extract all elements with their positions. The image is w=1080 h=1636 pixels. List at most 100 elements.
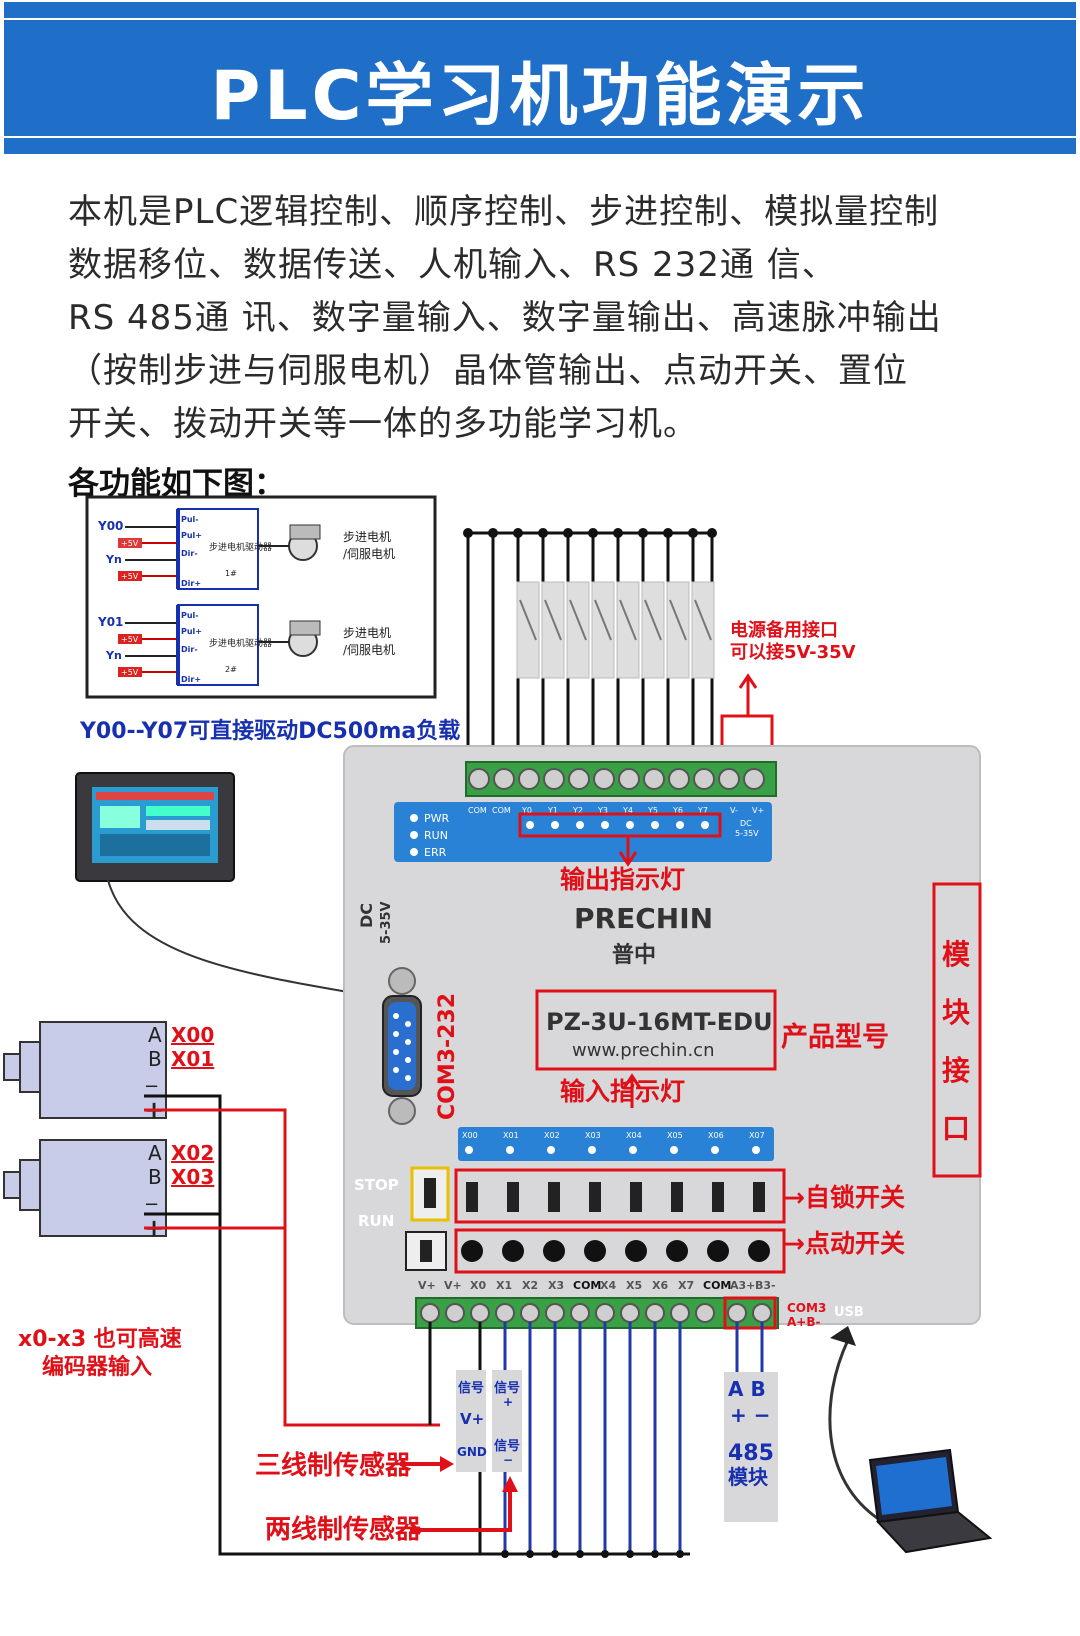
website: www.prechin.cn bbox=[572, 1040, 714, 1061]
svg-text:V+: V+ bbox=[418, 1279, 436, 1292]
hmi-cable bbox=[107, 879, 396, 1001]
svg-text:1#: 1# bbox=[225, 569, 237, 578]
svg-text:Dir-: Dir- bbox=[181, 549, 198, 558]
latch-switch-label: →自锁开关 bbox=[784, 1183, 905, 1212]
svg-text:X0: X0 bbox=[470, 1279, 486, 1292]
stop-label: STOP bbox=[354, 1176, 399, 1194]
svg-text:信号: 信号 bbox=[494, 1438, 520, 1454]
svg-text:Yn: Yn bbox=[105, 649, 122, 662]
description-line: 开关、拨动开关等一体的多功能学习机。 bbox=[68, 404, 698, 444]
hmi-touchscreen bbox=[75, 772, 235, 882]
brand-name: PRECHIN bbox=[574, 902, 713, 935]
laptop-icon bbox=[868, 1448, 993, 1554]
svg-text:+5V: +5V bbox=[121, 572, 139, 581]
svg-text:X04: X04 bbox=[626, 1131, 642, 1140]
three-wire-sensor-label: 三线制传感器 bbox=[255, 1451, 412, 1481]
svg-text:2#: 2# bbox=[225, 665, 237, 674]
com3-232-label: COM3-232 bbox=[435, 993, 460, 1120]
page-title: PLC学习机功能演示 bbox=[210, 57, 870, 136]
svg-text:+ −: + − bbox=[730, 1403, 770, 1427]
svg-text:A: A bbox=[148, 1023, 162, 1047]
svg-text:X6: X6 bbox=[652, 1279, 668, 1292]
led-pwr: PWR bbox=[424, 812, 450, 825]
svg-text:V+: V+ bbox=[444, 1279, 462, 1292]
svg-text:5-35V: 5-35V bbox=[735, 829, 759, 838]
svg-text:A B: A B bbox=[728, 1377, 766, 1401]
svg-text:X01: X01 bbox=[503, 1131, 519, 1140]
svg-text:DC: DC bbox=[740, 819, 752, 828]
svg-text:COM: COM bbox=[703, 1279, 731, 1292]
svg-text:A+B-: A+B- bbox=[787, 1315, 820, 1329]
led-err: ERR bbox=[424, 846, 447, 859]
brand-cn: 普中 bbox=[612, 942, 656, 968]
svg-text:Y3: Y3 bbox=[597, 806, 608, 815]
output-y00-label: Y00 bbox=[97, 519, 123, 533]
com3-label: COM3 bbox=[787, 1301, 826, 1315]
encoder-x01: X01 bbox=[171, 1047, 214, 1071]
svg-text:Dir+: Dir+ bbox=[181, 579, 201, 588]
svg-text:B: B bbox=[148, 1047, 162, 1071]
svg-text:编码器输入: 编码器输入 bbox=[42, 1354, 152, 1380]
svg-text:/伺服电机: /伺服电机 bbox=[343, 547, 395, 561]
momentary-switch-label: →点动开关 bbox=[784, 1229, 905, 1258]
yn-label: Yn bbox=[105, 553, 122, 566]
stop-run-switch bbox=[410, 1166, 450, 1222]
svg-text:X07: X07 bbox=[749, 1131, 765, 1140]
encoder-2: A B X02 X03 − + bbox=[3, 1139, 214, 1242]
svg-text:X7: X7 bbox=[678, 1279, 694, 1292]
svg-text:Y7: Y7 bbox=[697, 806, 708, 815]
svg-text:块: 块 bbox=[942, 996, 970, 1029]
svg-text:步进电机: 步进电机 bbox=[343, 530, 391, 544]
encoder-x02: X02 bbox=[171, 1141, 214, 1165]
stepper-row-2: Y01 +5V Yn +5V Pul- Pul+ Dir- Dir+ 步进电机驱… bbox=[97, 604, 395, 686]
svg-text:步进电机驱动器: 步进电机驱动器 bbox=[209, 637, 272, 649]
module-port-box bbox=[932, 882, 982, 1178]
svg-text:Pul+: Pul+ bbox=[181, 627, 202, 636]
stepper-panel: Y00 +5V +5V Yn +5V Pul- Pul+ Dir- Dir+ 步… bbox=[85, 495, 437, 699]
svg-text:COM: COM bbox=[573, 1279, 601, 1292]
led-run: RUN bbox=[424, 829, 448, 842]
svg-text:接: 接 bbox=[942, 1054, 970, 1087]
encoder-x00: X00 bbox=[171, 1023, 214, 1047]
power-backup-label: 电源备用接口 bbox=[730, 619, 838, 641]
power-backup-range: 可以接5V-35V bbox=[730, 641, 856, 663]
svg-text:V+: V+ bbox=[460, 1410, 484, 1428]
svg-text:A3+: A3+ bbox=[730, 1279, 755, 1292]
momentary-switch-box bbox=[454, 1228, 786, 1274]
svg-text:X4: X4 bbox=[600, 1279, 616, 1292]
output-y01-label: Y01 bbox=[97, 615, 123, 629]
encoder-x03: X03 bbox=[171, 1165, 214, 1189]
svg-text:B: B bbox=[148, 1165, 162, 1189]
latch-switch-box bbox=[454, 1168, 786, 1224]
output-drive-caption: Y00--Y07可直接驱动DC500ma负载 bbox=[79, 718, 460, 744]
svg-text:Y4: Y4 bbox=[622, 806, 633, 815]
svg-text:口: 口 bbox=[942, 1112, 970, 1145]
input-wiring bbox=[428, 1322, 690, 1558]
svg-text:−: − bbox=[144, 1076, 159, 1097]
module-485: A B + − 485 模块 bbox=[724, 1322, 778, 1522]
svg-text:GND: GND bbox=[457, 1445, 487, 1459]
input-led-label: 输入指示灯 bbox=[560, 1077, 685, 1106]
encoder-wiring bbox=[144, 1094, 470, 1556]
model-box bbox=[535, 989, 777, 1071]
output-load-wiring bbox=[463, 528, 717, 770]
banner-line-top bbox=[4, 18, 1076, 20]
svg-text:COM: COM bbox=[468, 806, 487, 815]
svg-text:Y6: Y6 bbox=[672, 806, 683, 815]
svg-text:Y2: Y2 bbox=[572, 806, 583, 815]
svg-text:Pul-: Pul- bbox=[181, 611, 199, 620]
svg-text:+5V: +5V bbox=[121, 539, 139, 548]
svg-text:COM: COM bbox=[492, 806, 511, 815]
svg-text:+5V: +5V bbox=[121, 668, 139, 677]
svg-text:步进电机: 步进电机 bbox=[343, 626, 391, 640]
two-wire-tag bbox=[492, 1370, 522, 1472]
svg-text:模块: 模块 bbox=[728, 1465, 769, 1489]
svg-text:X06: X06 bbox=[708, 1131, 724, 1140]
svg-text:X00: X00 bbox=[462, 1131, 478, 1140]
svg-text:Pul-: Pul- bbox=[181, 515, 199, 524]
svg-text:A: A bbox=[148, 1141, 162, 1165]
svg-text:Y5: Y5 bbox=[647, 806, 658, 815]
usb-label: USB bbox=[834, 1305, 864, 1320]
svg-text:信号: 信号 bbox=[458, 1380, 484, 1396]
svg-text:Y1: Y1 bbox=[547, 806, 558, 815]
